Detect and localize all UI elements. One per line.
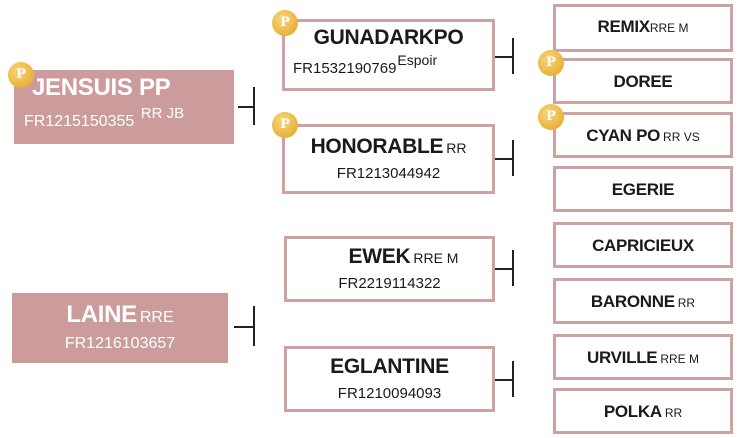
horse-name: URVILLE: [587, 348, 658, 367]
connector-line: [253, 87, 255, 125]
horse-card-capricieux: CAPRICIEUX: [553, 222, 733, 268]
horse-suffix: RRE: [139, 309, 174, 326]
connector-line: [512, 38, 514, 74]
horse-suffix: RR: [664, 406, 683, 420]
pp-logo-icon: P: [538, 104, 564, 130]
connector-line: [495, 56, 513, 58]
horse-card-egerie: EGERIE: [553, 166, 733, 212]
horse-name: EWEK: [348, 245, 411, 268]
connector-line: [495, 379, 513, 381]
connector-line: [238, 106, 254, 108]
horse-name: REMIX: [597, 17, 650, 36]
horse-suffix: RRE M: [660, 352, 699, 366]
registration-number: FR1210094093: [337, 385, 442, 402]
horse-suffix: RRE M: [649, 21, 689, 35]
pp-logo-icon: P: [8, 62, 34, 88]
horse-name: JENSUIS PP: [32, 74, 171, 101]
connector-line: [512, 361, 514, 397]
horse-name: EGLANTINE: [330, 355, 449, 378]
registration-number: FR2219114322: [338, 275, 441, 292]
registration-number: FR1532190769: [293, 60, 397, 77]
horse-card-gunadarkpo: GUNADARKPO FR1532190769Espoir: [282, 19, 495, 91]
horse-suffix: RR: [677, 296, 696, 310]
horse-suffix: RR: [446, 140, 467, 156]
horse-name: HONORABLE: [310, 135, 444, 158]
horse-suffix: Espoir: [397, 52, 438, 68]
horse-name: GUNADARKPO: [313, 26, 464, 49]
horse-card-eglantine: EGLANTINE FR1210094093: [284, 346, 495, 412]
pp-logo-icon: P: [272, 112, 298, 138]
horse-suffix: RR VS: [663, 130, 700, 144]
horse-name: LAINE: [66, 301, 137, 328]
connector-line: [512, 250, 514, 286]
horse-suffix: RRE M: [413, 250, 459, 266]
connector-line: [512, 140, 514, 176]
pp-logo-icon: P: [272, 10, 298, 36]
horse-name: POLKA: [603, 402, 662, 421]
horse-card-remix: REMIXRRE M: [553, 4, 733, 52]
pp-logo-icon: P: [538, 50, 564, 76]
registration-number: FR1216103657: [64, 335, 176, 352]
connector-line: [253, 306, 255, 346]
connector-line: [234, 326, 254, 328]
horse-name: EGERIE: [611, 180, 675, 199]
horse-name: BARONNE: [590, 292, 675, 311]
registration-number: FR1213044942: [336, 165, 441, 182]
horse-name: DOREE: [613, 72, 673, 91]
horse-suffix: RR JB: [140, 105, 185, 122]
horse-name: CAPRICIEUX: [592, 236, 694, 255]
horse-card-doree: DOREE: [553, 58, 733, 104]
connector-line: [495, 268, 513, 270]
registration-number: FR1215150355: [24, 113, 135, 130]
horse-name: CYAN PO: [586, 126, 661, 145]
connector-line: [495, 158, 513, 160]
horse-card-jensuis-pp: JENSUIS PP FR1215150355 RR JB: [14, 70, 234, 144]
